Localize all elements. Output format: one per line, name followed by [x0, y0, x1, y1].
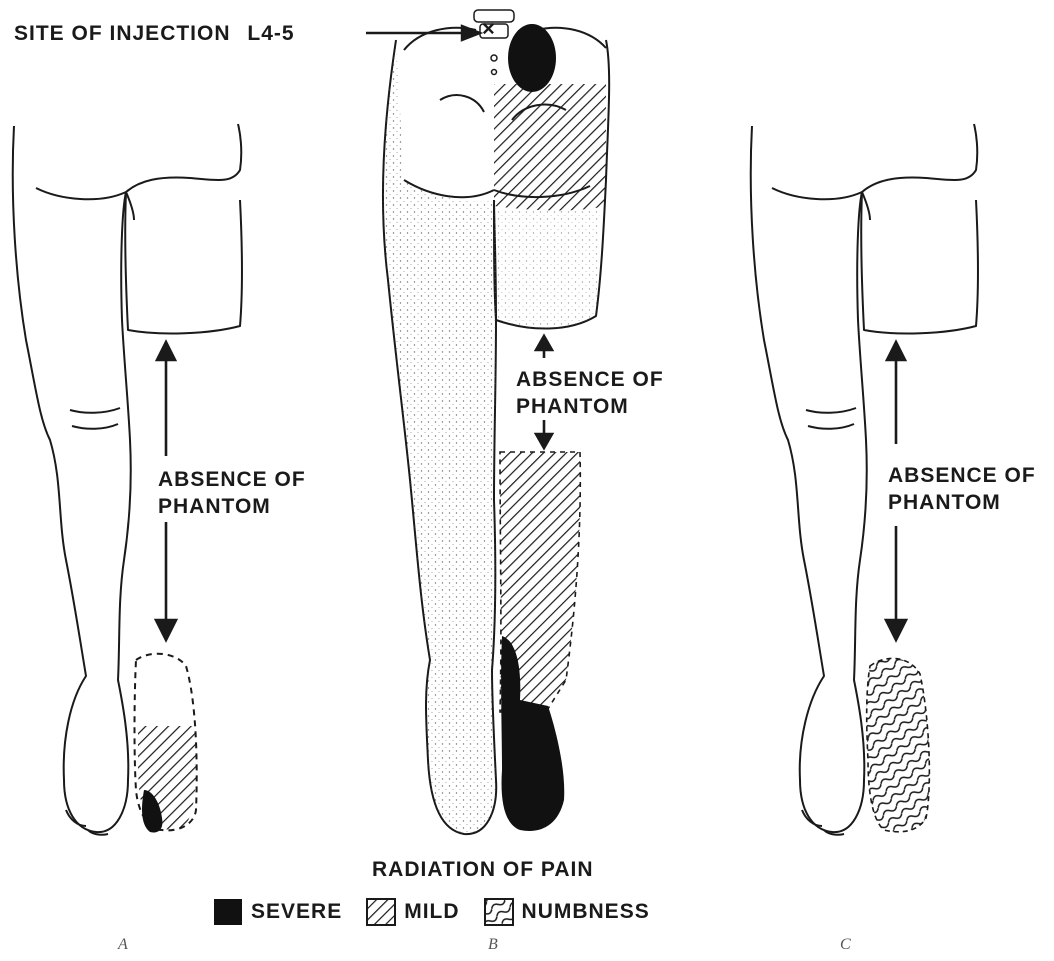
panel-b-absence-label: ABSENCE OF PHANTOM — [516, 366, 664, 420]
panel-a-intact-leg — [13, 126, 131, 832]
panel-c-absence-line1: ABSENCE OF — [888, 462, 1036, 489]
panel-a-absence-line1: ABSENCE OF — [158, 466, 306, 493]
panel-c-knee-lines — [806, 408, 856, 429]
panel-b-absence-line2: PHANTOM — [516, 393, 664, 420]
panel-c-absence-label: ABSENCE OF PHANTOM — [888, 462, 1036, 516]
panel-a-gluteal-fold — [36, 188, 134, 220]
legend-label-severe: SEVERE — [251, 900, 342, 924]
level-text: L4-5 — [247, 22, 294, 45]
panel-b-absence-line1: ABSENCE OF — [516, 366, 664, 393]
radiation-of-pain-title: RADIATION OF PAIN — [372, 856, 594, 883]
panel-b-letter: B — [488, 936, 498, 954]
legend-item-severe: SEVERE — [213, 898, 342, 926]
panel-b-hip-mild — [494, 84, 606, 211]
panel-a-letter: A — [118, 936, 128, 954]
legend-item-mild: MILD — [366, 898, 459, 926]
site-of-injection-label: SITE OF INJECTION L4-5 — [14, 20, 295, 47]
injection-pointer — [366, 26, 480, 40]
panel-c-absence-line2: PHANTOM — [888, 489, 1036, 516]
site-of-injection-text: SITE OF INJECTION — [14, 22, 231, 45]
panel-b-buttock-severe — [508, 24, 556, 92]
injection-mark: × — [482, 16, 496, 42]
panel-b-leg-stipple — [383, 40, 496, 834]
panel-b-stump-stipple — [494, 210, 600, 329]
panel-a-knee-lines — [70, 408, 120, 429]
legend-label-mild: MILD — [404, 900, 459, 924]
legend-label-numbness: NUMBNESS — [522, 900, 650, 924]
panel-a-absence-line2: PHANTOM — [158, 493, 306, 520]
severe-swatch — [213, 898, 243, 926]
panel-c-gluteal-fold — [772, 188, 870, 220]
panel-c-numbness-area — [867, 658, 930, 831]
panel-c-stump — [861, 192, 978, 333]
panel-c-intact-leg — [751, 126, 867, 832]
legend-item-numbness: NUMBNESS — [484, 898, 650, 926]
panel-a-buttocks — [126, 124, 241, 192]
legend: SEVERE MILD NUMBNESS — [213, 896, 664, 928]
panel-c-letter: C — [840, 936, 851, 954]
mild-swatch — [366, 898, 396, 926]
panel-a-absence-label: ABSENCE OF PHANTOM — [158, 466, 306, 520]
numbness-swatch — [484, 898, 514, 926]
panel-a-stump — [125, 192, 242, 333]
panel-c-buttocks — [862, 124, 977, 192]
